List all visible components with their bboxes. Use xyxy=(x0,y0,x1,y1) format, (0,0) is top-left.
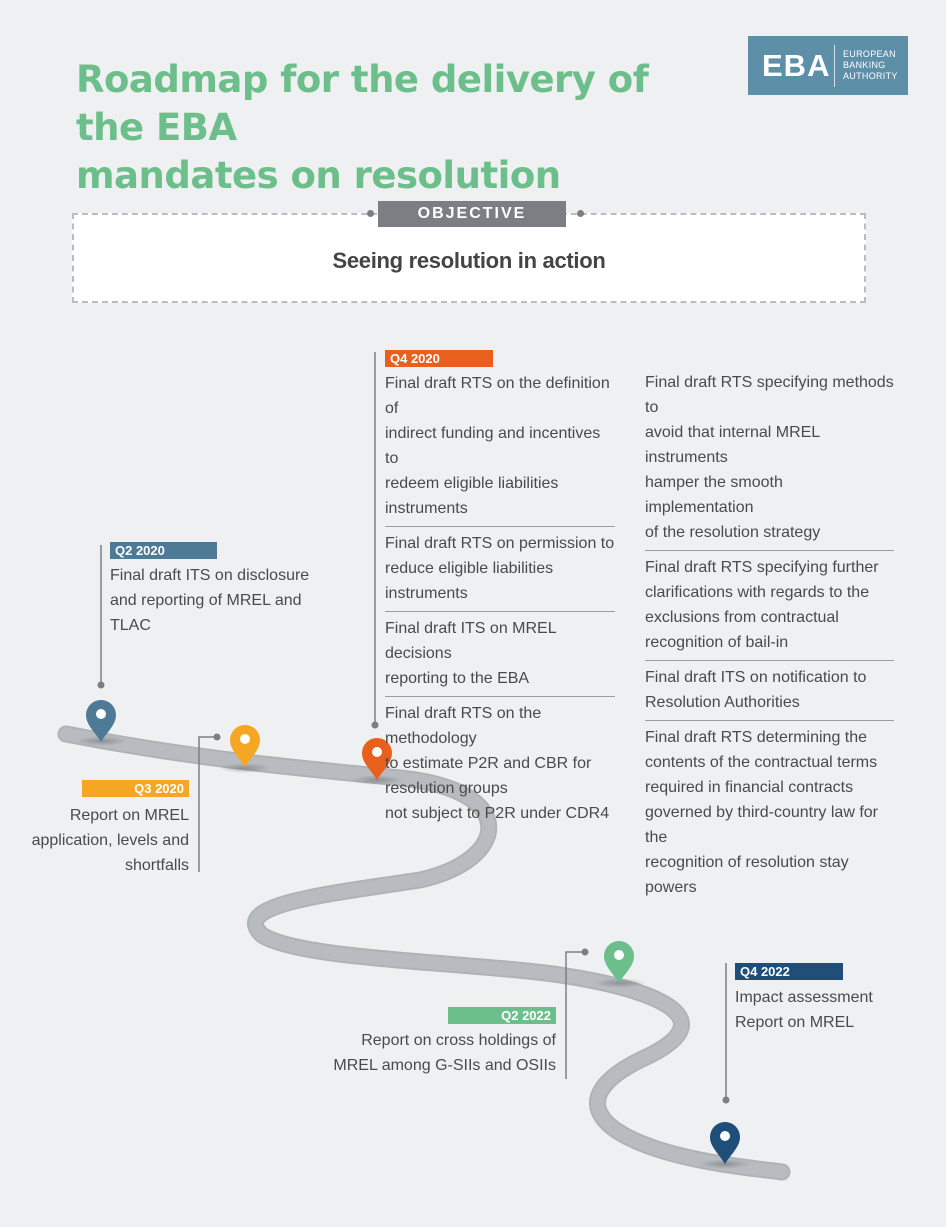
text-line: Resolution Authorities xyxy=(645,694,800,711)
text-line: Final draft ITS on notification to xyxy=(645,669,867,686)
objective-text: Seeing resolution in action xyxy=(332,248,606,273)
text-line: Report on MREL xyxy=(69,807,189,824)
eba-logo: EBA EUROPEAN BANKING AUTHORITY xyxy=(748,36,908,95)
milestone-tag-q2-2022: Q2 2022 xyxy=(448,1007,556,1024)
connector-dot-q2-2020 xyxy=(97,681,105,689)
text-line: shortfalls xyxy=(124,857,189,874)
text-line: not subject to P2R under CDR4 xyxy=(385,805,610,822)
text-line: recognition of resolution stay powers xyxy=(645,854,849,896)
text-line: Final draft ITS on MREL decisions xyxy=(385,620,557,662)
eba-logo-divider xyxy=(834,44,835,87)
text-line: application, levels and xyxy=(31,832,189,849)
text-line: resolution groups xyxy=(385,780,508,797)
map-pin-icon-q2-2020 xyxy=(86,700,116,742)
q4-2020-item: Final draft RTS determining the contents… xyxy=(645,721,894,905)
text-line: Final draft RTS specifying methods to xyxy=(645,374,894,416)
text-line: recognition of bail-in xyxy=(645,634,789,651)
text-line: Impact assessment xyxy=(735,989,873,1006)
text-line: redeem eligible liabilities xyxy=(385,475,559,492)
page-title: Roadmap for the delivery of the EBA mand… xyxy=(76,56,716,200)
text-line: instruments xyxy=(385,500,468,517)
text-line: reduce eligible liabilities xyxy=(385,560,554,577)
text-line: MREL among G-SIIs and OSIIs xyxy=(333,1057,556,1074)
text-line: Final draft RTS on permission to xyxy=(385,535,615,552)
text-line: clarifications with regards to the xyxy=(645,584,870,601)
text-line: to estimate P2R and CBR for xyxy=(385,755,592,772)
text-line: Report on MREL xyxy=(735,1014,855,1031)
text-line: Final draft ITS on disclosure xyxy=(110,567,310,584)
objective-dot-right xyxy=(577,210,584,217)
page-title-line-2: mandates on resolution xyxy=(76,154,561,197)
milestone-text-q2-2020: Final draft ITS on disclosure and report… xyxy=(110,563,340,638)
eba-logo-text: EBA xyxy=(762,47,831,83)
q4-2020-item: Final draft RTS on the methodology to es… xyxy=(385,697,615,831)
text-line: contents of the contractual terms xyxy=(645,754,878,771)
q4-2020-right-column: Final draft RTS specifying methods to av… xyxy=(645,366,894,905)
eba-logo-subtitle: EUROPEAN BANKING AUTHORITY xyxy=(843,49,898,82)
milestone-text-q4-2022: Impact assessment Report on MREL xyxy=(735,985,925,1035)
q4-2020-item: Final draft RTS on the definition of ind… xyxy=(385,367,615,527)
map-pin-icon-q3-2020 xyxy=(230,725,260,767)
text-line: Final draft RTS determining the xyxy=(645,729,868,746)
milestone-text-q2-2022: Report on cross holdings of MREL among G… xyxy=(300,1028,556,1078)
connector-q2-2022 xyxy=(565,951,584,1079)
text-line: avoid that internal MREL instruments xyxy=(645,424,820,466)
objective-label: OBJECTIVE xyxy=(378,201,566,227)
connector-q3-2020 xyxy=(198,736,216,872)
text-line: of the resolution strategy xyxy=(645,524,821,541)
text-line: Final draft RTS specifying further xyxy=(645,559,879,576)
page-title-line-1: Roadmap for the delivery of the EBA xyxy=(76,58,649,149)
connector-dot-q4-2022 xyxy=(722,1096,730,1104)
text-line: hamper the smooth implementation xyxy=(645,474,783,516)
text-line: governed by third-country law for the xyxy=(645,804,878,846)
text-line: indirect funding and incentives to xyxy=(385,425,601,467)
text-line: Report on cross holdings of xyxy=(361,1032,556,1049)
milestone-tag-q2-2020: Q2 2020 xyxy=(110,542,217,559)
map-pin-icon-q2-2022 xyxy=(604,941,634,983)
milestone-tag-q3-2020: Q3 2020 xyxy=(82,780,189,797)
text-line: Final draft RTS on the methodology xyxy=(385,705,542,747)
q4-2020-item: Final draft RTS specifying methods to av… xyxy=(645,366,894,551)
eba-logo-sub-2: BANKING xyxy=(843,60,886,70)
q4-2020-item: Final draft RTS on permission to reduce … xyxy=(385,527,615,612)
objective-dot-left xyxy=(367,210,374,217)
text-line: required in financial contracts xyxy=(645,779,854,796)
q4-2020-item: Final draft RTS specifying further clari… xyxy=(645,551,894,661)
eba-logo-sub-3: AUTHORITY xyxy=(843,71,898,81)
map-pin-icon-q4-2022 xyxy=(710,1122,740,1164)
text-line: reporting to the EBA xyxy=(385,670,530,687)
connector-dot-q2-2022 xyxy=(581,948,589,956)
q4-2020-item: Final draft ITS on notification to Resol… xyxy=(645,661,894,721)
text-line: Final draft RTS on the definition of xyxy=(385,375,610,417)
q4-2020-left-column: Final draft RTS on the definition of ind… xyxy=(385,367,615,831)
connector-lines xyxy=(100,352,727,1100)
milestone-tag-q4-2022: Q4 2022 xyxy=(735,963,843,980)
text-line: TLAC xyxy=(110,617,151,634)
q4-2020-item: Final draft ITS on MREL decisions report… xyxy=(385,612,615,697)
text-line: and reporting of MREL and xyxy=(110,592,302,609)
connector-dot-q4-2020 xyxy=(371,721,379,729)
milestone-tag-q4-2020: Q4 2020 xyxy=(385,350,493,367)
text-line: instruments xyxy=(385,585,468,602)
text-line: exclusions from contractual xyxy=(645,609,839,626)
connector-dot-q3-2020 xyxy=(213,733,221,741)
map-pin-icon-q4-2020 xyxy=(362,738,392,780)
eba-logo-sub-1: EUROPEAN xyxy=(843,49,896,59)
milestone-text-q3-2020: Report on MREL application, levels and s… xyxy=(20,803,189,878)
